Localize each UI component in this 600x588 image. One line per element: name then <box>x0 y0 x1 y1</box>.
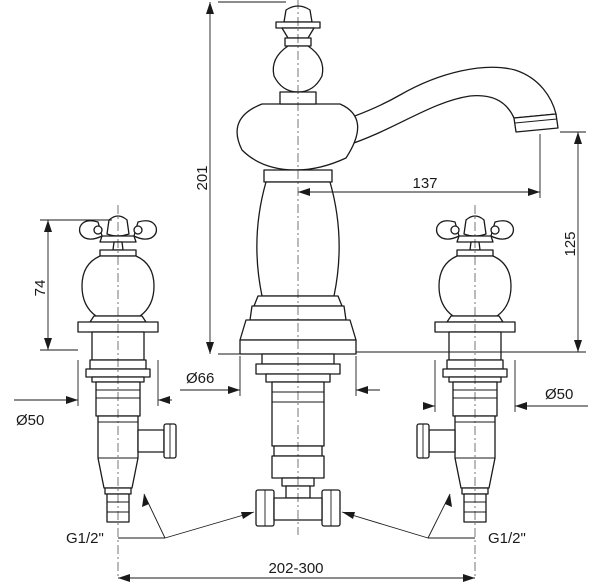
thread-leaders: G1/2" G1/2" <box>66 493 526 547</box>
handle-height-label: 74 <box>32 280 49 297</box>
spout-height-label: 125 <box>562 231 579 256</box>
total-height-label: 201 <box>194 165 211 190</box>
dim-base-diameter: Ø66 <box>180 356 380 396</box>
base-diameter-label: Ø66 <box>186 370 214 387</box>
left-diameter-label: Ø50 <box>16 412 44 429</box>
dim-left-handle-diameter: Ø50 <box>14 360 172 429</box>
left-valve <box>97 415 177 523</box>
center-lines <box>117 0 476 578</box>
dim-total-height: 201 <box>194 1 286 355</box>
spout-column <box>236 5 559 499</box>
dim-right-handle-diameter: Ø50 <box>423 360 588 412</box>
right-valve <box>416 415 496 523</box>
left-thread-label: G1/2" <box>66 530 104 547</box>
dim-handle-height: 74 <box>32 219 112 351</box>
dim-spout-height: 125 <box>356 131 586 353</box>
right-diameter-label: Ø50 <box>545 386 573 403</box>
right-thread-label: G1/2" <box>488 530 526 547</box>
centers-span-label: 202-300 <box>268 560 323 577</box>
dim-spout-reach: 137 <box>298 134 541 198</box>
mixing-tee <box>255 489 341 527</box>
spout-reach-label: 137 <box>412 175 437 192</box>
dim-centers-span: 202-300 <box>118 560 475 582</box>
